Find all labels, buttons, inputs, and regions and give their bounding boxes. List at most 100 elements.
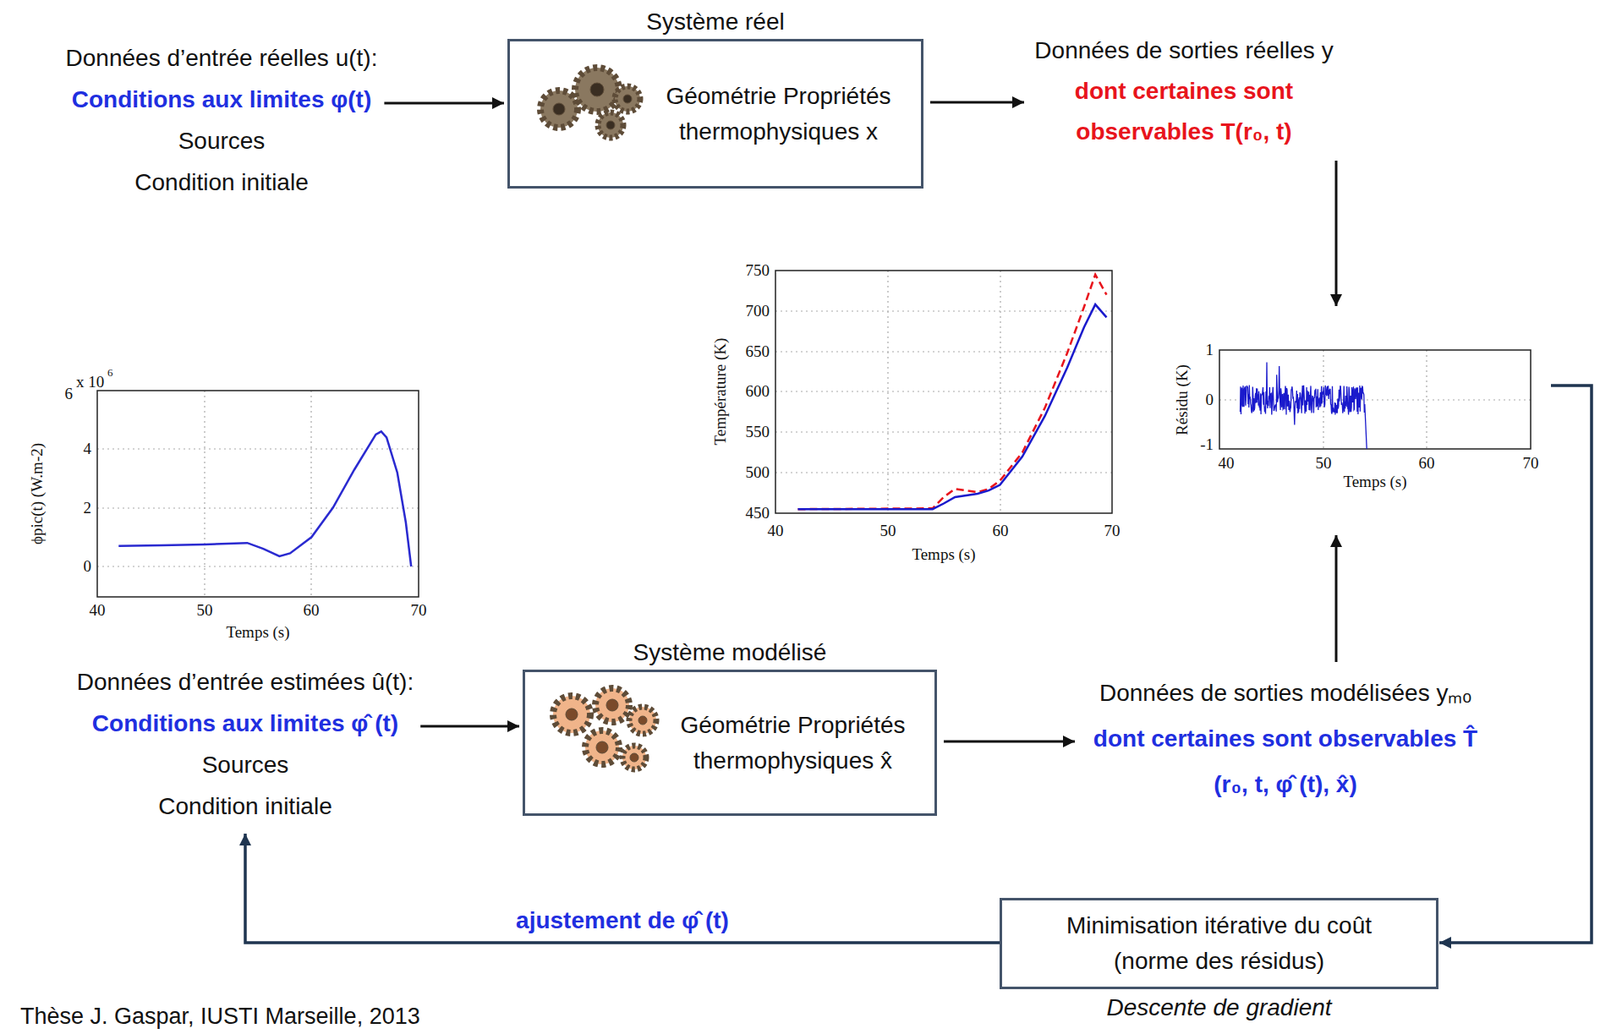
model-gear-icon: [630, 753, 639, 762]
model-gear-icon: [629, 706, 657, 735]
axis-tick: 750: [745, 262, 771, 280]
axis-tick: 4: [83, 440, 93, 459]
axis-tick: 60: [1419, 454, 1436, 473]
grid-line: [310, 390, 312, 598]
axis-tick: 50: [1315, 454, 1332, 473]
box-title: Système réel: [459, 7, 972, 37]
axis-tick: 50: [880, 522, 897, 541]
axis-tick: 40: [767, 522, 784, 541]
axis-title: Temps (s): [911, 546, 976, 565]
residual-curve: [1240, 362, 1368, 450]
grid-line: [887, 270, 888, 514]
box-label: Géométrie Propriétés thermophysiques x̂: [674, 707, 912, 779]
axis-frame: [1219, 350, 1531, 450]
block-heading: Données de sorties modélisées yₘₒ: [1078, 670, 1493, 717]
box-label: Géométrie Propriétés thermophysiques x: [660, 78, 898, 150]
model-gear-icon: [585, 730, 620, 765]
grid-line: [775, 471, 1113, 473]
model-gear-icon: [596, 741, 609, 754]
block-line: Sources: [76, 744, 414, 786]
feedback-arrow: [1439, 385, 1592, 943]
axis-tick: 650: [745, 343, 771, 362]
grid-line: [97, 448, 419, 450]
box-text: Géométrie Propriétés thermophysiques x̂: [674, 707, 912, 779]
axis-tick: 6: [65, 385, 74, 404]
flow-arrow: [420, 725, 520, 729]
flow-arrow: [1335, 535, 1338, 663]
block-heading: Données d’entrée estimées û(t):: [76, 661, 414, 703]
box-label: Minimisation itérative du coût (norme de…: [1050, 908, 1389, 980]
grid-line: [97, 507, 419, 509]
model-gear-icon: [622, 745, 647, 770]
axis-title: Temps (s): [225, 624, 290, 642]
text-group: Données de sorties modélisées yₘₒdont ce…: [1078, 670, 1493, 808]
block-heading: Données d’entrée réelles u(t):: [65, 37, 379, 79]
feedback-arrow: [245, 833, 1000, 943]
axis-tick: 700: [745, 302, 771, 321]
axis-multiplier: x 10: [76, 373, 105, 392]
temperature-chart: [775, 270, 1113, 514]
box-body: Géométrie Propriétés thermophysiques x: [509, 41, 921, 187]
flow-arrow: [383, 102, 505, 105]
flow-arrow: [930, 101, 1025, 105]
residual-curve: [1240, 362, 1368, 450]
process-box: Géométrie Propriétés thermophysiques x̂S…: [522, 669, 937, 817]
box-text: Minimisation itérative du coût (norme de…: [1050, 908, 1389, 980]
gear-icon: [553, 103, 565, 116]
grid-line: [999, 270, 1001, 514]
block-line: Sources: [65, 120, 379, 162]
block-line: dont certaines sont observables T(r₀, t): [1027, 71, 1341, 153]
gear-icon: [540, 67, 641, 138]
axis-tick: 70: [410, 602, 428, 620]
gear-icon: [540, 90, 578, 128]
model-gear-icon: [565, 708, 578, 721]
measured-curve: [798, 274, 1107, 510]
axis-tick: 60: [303, 602, 320, 620]
axis-tick: -1: [1200, 436, 1214, 455]
grid-line: [97, 390, 419, 598]
text-group: Données d’entrée estimées û(t):Condition…: [76, 661, 414, 828]
box-caption: Descente de gradient: [951, 993, 1487, 1023]
grid-line: [775, 270, 1113, 514]
axis-tick: 70: [1523, 454, 1540, 473]
axis-tick: 60: [992, 522, 1009, 541]
model-curve: [798, 304, 1107, 510]
grid-line: [203, 390, 205, 598]
block-line: Conditions aux limites φ(t): [65, 78, 379, 121]
edge-label: ajustement de φ̂ (t): [510, 907, 735, 935]
axis-tick: 70: [1104, 522, 1121, 541]
axis-tick: 600: [745, 383, 771, 401]
axis-title: Température (K): [712, 338, 730, 446]
axis-tick: 2: [83, 499, 93, 518]
axis-tick: 40: [89, 602, 106, 620]
block-heading: Données de sorties réelles y: [1027, 30, 1341, 72]
box-title: Système modélisé: [474, 638, 986, 668]
model-gear-icon: [595, 688, 630, 723]
model-gear-icon: [553, 688, 657, 770]
gear-icon: [575, 67, 620, 112]
axis-tick: 1: [1205, 341, 1215, 360]
axis-tick: 500: [745, 464, 771, 483]
model-gear-icon: [553, 695, 591, 734]
axis-title: Résidu (K): [1172, 364, 1192, 436]
grid-line: [775, 350, 1113, 352]
gear-icon: [590, 82, 604, 97]
box-body: Géométrie Propriétés thermophysiques x̂: [525, 672, 935, 814]
model-gear-icon: [606, 699, 619, 712]
axis-title: Temps (s): [1342, 472, 1407, 492]
text-group: Données de sorties réelles ydont certain…: [1027, 30, 1341, 153]
process-box: Minimisation itérative du coût (norme de…: [999, 898, 1439, 990]
residual-chart-plot: [1219, 350, 1531, 450]
flux-chart: [97, 390, 419, 598]
axis-frame: [97, 390, 419, 598]
source-note: Thèse J. Gaspar, IUSTI Marseille, 2013: [20, 1004, 421, 1031]
block-line: Conditions aux limites φ̂ (t): [76, 702, 414, 745]
block-line: Condition initiale: [65, 161, 379, 203]
flux-curve: [118, 431, 411, 567]
axis-exponent: 6: [107, 367, 114, 379]
axis-tick: 0: [1205, 391, 1215, 410]
axis-tick: 50: [197, 602, 214, 620]
